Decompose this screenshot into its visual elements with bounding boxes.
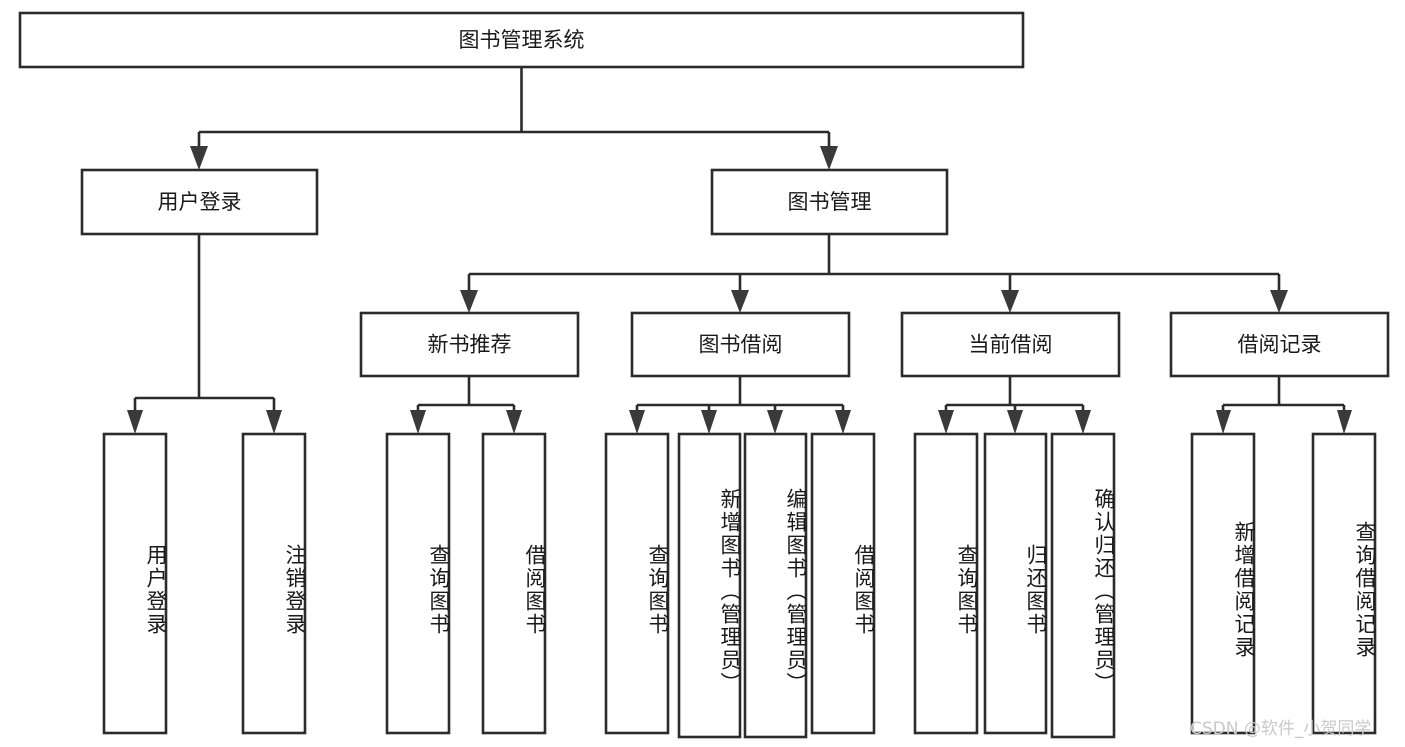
node-box-leaf-user-login[interactable] bbox=[102, 432, 168, 735]
node-label-borrow-records: 借阅记录 bbox=[1238, 333, 1322, 357]
arrowhead-new-book-recommend bbox=[460, 290, 478, 313]
node-box-leaf-return-book[interactable] bbox=[983, 432, 1048, 735]
node-label-current-borrow: 当前借阅 bbox=[969, 333, 1053, 357]
csdn-watermark: CSDN @软件_小贺同学 bbox=[1190, 719, 1372, 739]
node-box-user-login[interactable] bbox=[80, 168, 319, 236]
arrowhead-leaf-add-book-admin bbox=[701, 410, 717, 434]
node-box-leaf-confirm-return-admin[interactable] bbox=[1050, 432, 1116, 739]
node-box-book-management[interactable] bbox=[710, 168, 949, 236]
node-box-leaf-query-book-current[interactable] bbox=[913, 432, 979, 735]
node-box-layer bbox=[18, 11, 1390, 739]
node-label-root: 图书管理系统 bbox=[459, 28, 585, 52]
arrowhead-leaf-query-borrow-record bbox=[1337, 410, 1352, 434]
arrowhead-leaf-query-book-borrow bbox=[629, 410, 645, 434]
node-label-book-borrow: 图书借阅 bbox=[699, 333, 783, 357]
node-box-leaf-add-book-admin[interactable] bbox=[677, 432, 742, 739]
node-box-leaf-logout[interactable] bbox=[241, 432, 307, 735]
node-box-leaf-query-borrow-record[interactable] bbox=[1311, 432, 1377, 735]
node-label-new-book-recommend: 新书推荐 bbox=[428, 333, 512, 357]
node-box-new-book-recommend[interactable] bbox=[359, 311, 580, 378]
arrowhead-layer bbox=[127, 146, 1352, 434]
node-box-leaf-query-book-borrow[interactable] bbox=[604, 432, 670, 735]
arrowhead-borrow-records bbox=[1270, 290, 1288, 313]
arrowhead-leaf-query-book-rec bbox=[410, 410, 426, 434]
node-box-leaf-edit-book-admin[interactable] bbox=[743, 432, 808, 739]
node-box-leaf-query-book-rec[interactable] bbox=[385, 432, 451, 735]
node-box-root[interactable] bbox=[18, 11, 1025, 69]
node-box-borrow-records[interactable] bbox=[1169, 311, 1390, 378]
node-label-user-login: 用户登录 bbox=[158, 190, 242, 214]
node-box-leaf-borrow-book-rec[interactable] bbox=[481, 432, 547, 735]
arrowhead-leaf-return-book bbox=[1007, 410, 1023, 434]
node-label-book-management: 图书管理 bbox=[788, 190, 872, 214]
arrowhead-leaf-query-book-current bbox=[938, 410, 954, 434]
arrowhead-leaf-edit-book-admin bbox=[767, 410, 783, 434]
node-box-leaf-add-borrow-record[interactable] bbox=[1190, 432, 1256, 735]
arrowhead-leaf-borrow-book-rec bbox=[506, 410, 522, 434]
arrowhead-book-management bbox=[820, 146, 838, 170]
node-box-book-borrow[interactable] bbox=[630, 311, 851, 378]
arrowhead-leaf-logout bbox=[266, 410, 282, 434]
arrowhead-user-login bbox=[190, 146, 208, 170]
arrowhead-book-borrow bbox=[731, 290, 749, 313]
arrowhead-leaf-user-login bbox=[127, 410, 143, 434]
arrowhead-leaf-borrow-book bbox=[835, 410, 851, 434]
arrowhead-leaf-add-borrow-record bbox=[1216, 410, 1231, 434]
arrowhead-leaf-confirm-return-admin bbox=[1075, 410, 1091, 434]
node-box-leaf-borrow-book[interactable] bbox=[810, 432, 876, 735]
node-box-current-borrow[interactable] bbox=[900, 311, 1121, 378]
arrowhead-current-borrow bbox=[1001, 290, 1019, 313]
